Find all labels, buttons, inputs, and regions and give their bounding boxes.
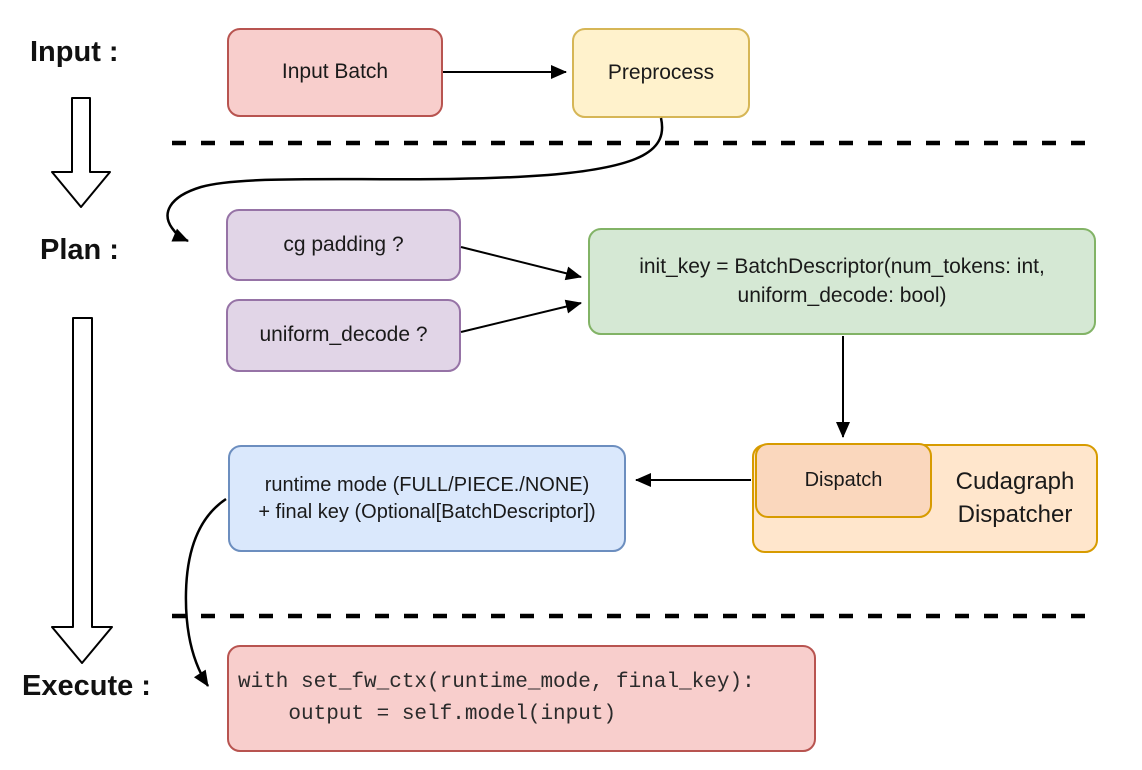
node-uniform-decode: uniform_decode ?: [226, 299, 461, 372]
stage-label-plan: Plan :: [40, 234, 119, 266]
code-line1: with set_fw_ctx(runtime_mode, final_key)…: [238, 671, 755, 694]
node-label-line2: uniform_decode: bool): [737, 283, 947, 307]
node-init-key: init_key = BatchDescriptor(num_tokens: i…: [588, 228, 1096, 335]
node-execute-code: with set_fw_ctx(runtime_mode, final_key)…: [227, 645, 816, 752]
curve-runtime-mode-to-execute-code: [184, 497, 227, 687]
node-label-line1: init_key = BatchDescriptor(num_tokens: i…: [639, 255, 1045, 279]
node-label-line1: runtime mode (FULL/PIECE./NONE): [264, 473, 590, 496]
node-dispatch: Dispatch: [755, 443, 932, 518]
code-line2: output = self.model(input): [238, 702, 617, 726]
stage-label-input: Input :: [30, 36, 119, 68]
stage-label-execute: Execute :: [22, 670, 151, 702]
node-cg-padding: cg padding ?: [226, 209, 461, 281]
node-runtime-mode: runtime mode (FULL/PIECE./NONE) + final …: [228, 445, 626, 552]
down-arrow-plan-to-execute: [51, 317, 113, 664]
cudagraph-dispatcher-label: Cudagraph Dispatcher: [934, 444, 1096, 553]
node-label: Dispatch: [804, 469, 883, 491]
down-arrow-input-to-plan: [51, 97, 111, 208]
node-input-batch: Input Batch: [227, 28, 443, 117]
node-label: Preprocess: [607, 60, 715, 84]
node-label-line2: Dispatcher: [957, 500, 1073, 528]
arrow-uniform-decode-to-init-key: [460, 299, 582, 333]
node-label: cg padding ?: [283, 232, 404, 256]
node-label-line1: Cudagraph: [955, 468, 1075, 496]
node-preprocess: Preprocess: [572, 28, 750, 118]
arrow-cg-padding-to-init-key: [460, 246, 582, 281]
node-label: Input Batch: [281, 60, 389, 84]
node-label: uniform_decode ?: [259, 323, 428, 347]
node-label-line2: + final key (Optional[BatchDescriptor]): [258, 500, 596, 523]
